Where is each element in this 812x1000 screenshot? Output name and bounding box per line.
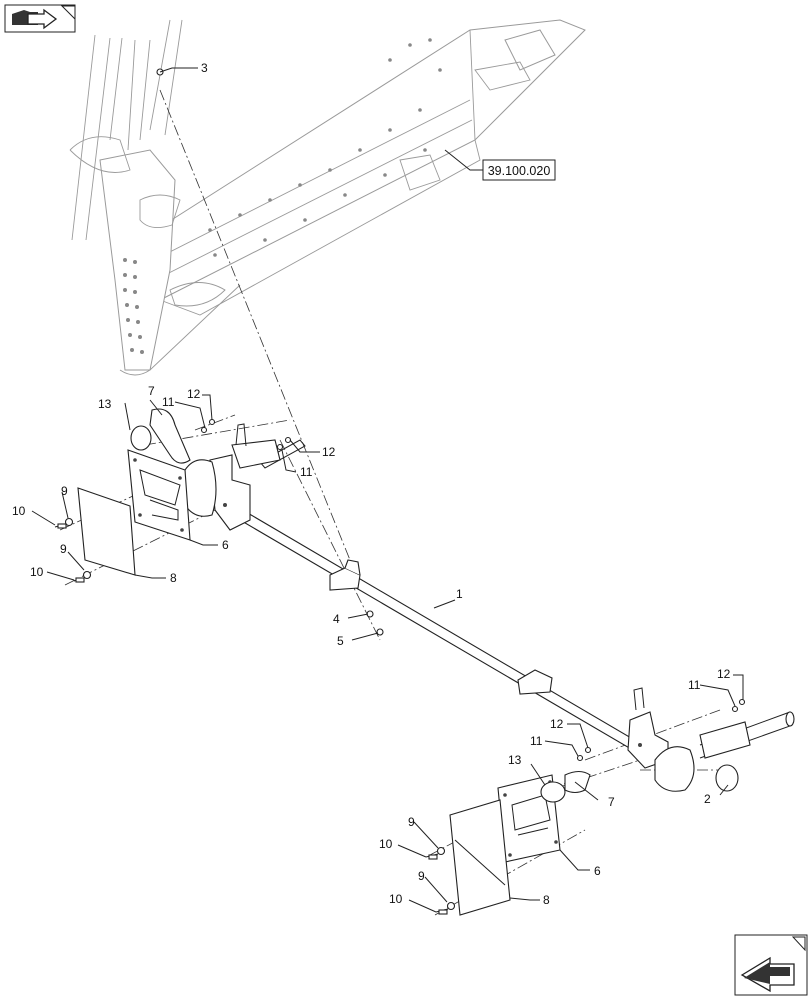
left-disc-13 [130, 425, 152, 451]
right-hub-assembly [627, 687, 751, 792]
callout-2: 2 [704, 792, 711, 806]
callout-10-a: 10 [12, 504, 26, 518]
callout-12-c: 12 [717, 667, 731, 681]
callout-10-d: 10 [389, 892, 403, 906]
left-cover-plate-8 [77, 487, 136, 576]
callout-5: 5 [337, 634, 344, 648]
left-link-7 [149, 408, 191, 464]
left-hub-assembly [184, 423, 281, 531]
callout-8-left: 8 [170, 571, 177, 585]
callout-12-a: 12 [187, 387, 201, 401]
callout-9-b: 9 [60, 542, 67, 556]
callout-1: 1 [456, 587, 463, 601]
callout-11-b: 11 [300, 465, 313, 479]
folder-back-arrow-icon[interactable] [4, 4, 76, 33]
right-cover-plate-8 [449, 799, 511, 916]
right-link-7 [564, 770, 591, 794]
callout-13-right: 13 [508, 753, 522, 767]
callout-7-left: 7 [148, 384, 155, 398]
callout-10-c: 10 [379, 837, 393, 851]
callout-7-right: 7 [608, 795, 615, 809]
callout-11-c: 11 [688, 678, 701, 692]
callout-11-a: 11 [162, 395, 175, 409]
callout-13-left: 13 [98, 397, 112, 411]
reference-label: 39.100.020 [488, 164, 551, 178]
callout-12-d: 12 [550, 717, 564, 731]
callout-3: 3 [201, 61, 208, 75]
callout-8-right: 8 [543, 893, 550, 907]
main-shaft-part [239, 439, 795, 764]
leader-lines [31, 67, 744, 913]
right-disc-13 [540, 781, 566, 803]
callout-12-b: 12 [322, 445, 336, 459]
machine-frame [69, 19, 586, 376]
page-forward-arrow-icon[interactable] [734, 934, 808, 996]
callout-9-c: 9 [408, 815, 415, 829]
callout-4: 4 [333, 612, 340, 626]
item-callouts: 1 2 3 4 5 6 6 7 7 8 8 9 9 9 9 10 10 10 1… [12, 61, 731, 907]
callout-9-d: 9 [418, 869, 425, 883]
callout-11-d: 11 [530, 734, 543, 748]
reference-callout[interactable]: 39.100.020 [482, 159, 556, 181]
callout-6-left: 6 [222, 538, 229, 552]
shaft-clamps [329, 559, 553, 695]
callout-10-b: 10 [30, 565, 44, 579]
callout-9-a: 9 [61, 484, 68, 498]
end-cap-2 [715, 764, 739, 792]
callout-6-right: 6 [594, 864, 601, 878]
